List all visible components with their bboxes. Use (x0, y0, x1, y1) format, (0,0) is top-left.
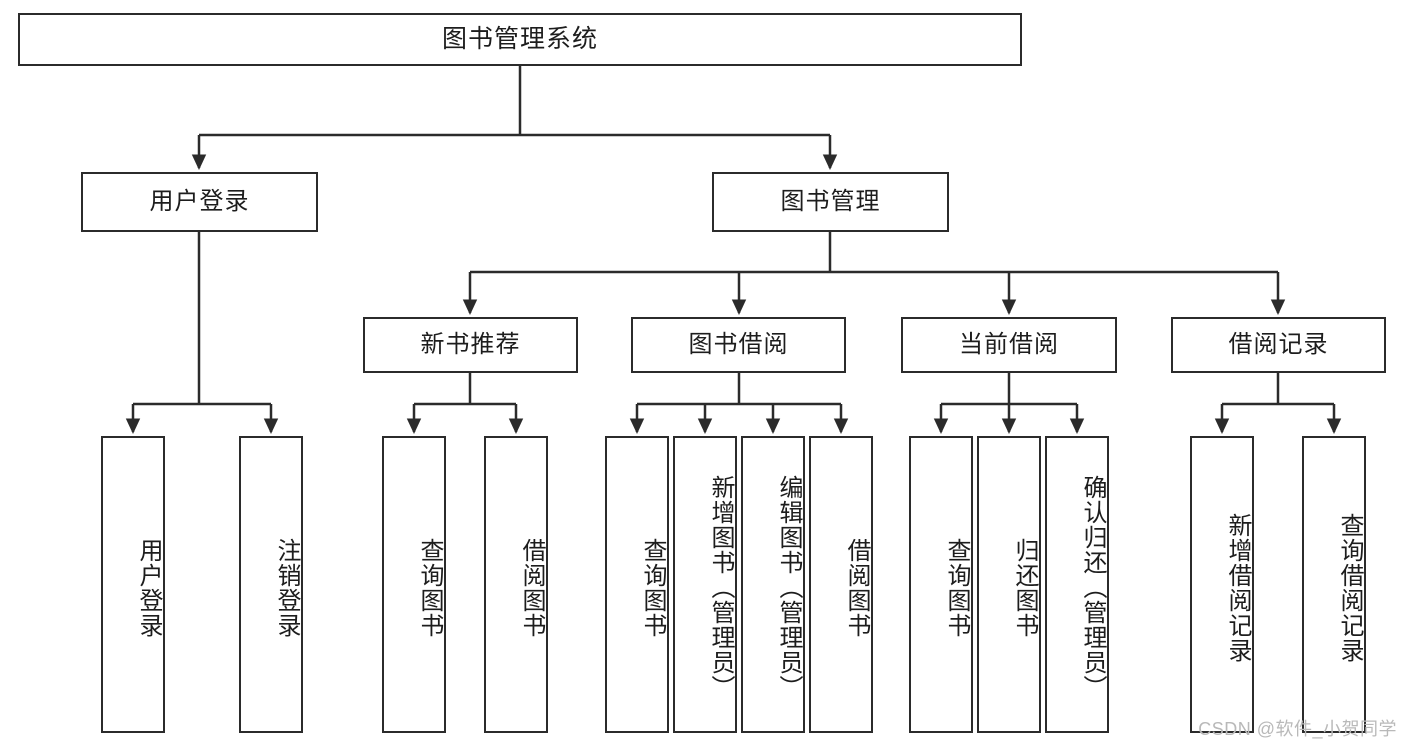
leaf-add-borrow-record[interactable]: 新增借阅记录 (1190, 436, 1254, 733)
node-current-borrow[interactable]: 当前借阅 (901, 317, 1117, 373)
node-user-login[interactable]: 用户登录 (81, 172, 318, 232)
leaf-user-logout[interactable]: 注销登录 (239, 436, 303, 733)
node-root-book-management-system[interactable]: 图书管理系统 (18, 13, 1022, 66)
leaf-query-borrow-record[interactable]: 查询借阅记录 (1302, 436, 1366, 733)
leaf-confirm-return-admin[interactable]: 确认归还（管理员） (1045, 436, 1109, 733)
leaf-edit-book-admin[interactable]: 编辑图书（管理员） (741, 436, 805, 733)
leaf-user-login[interactable]: 用户登录 (101, 436, 165, 733)
leaf-borrow-book-recommendation[interactable]: 借阅图书 (484, 436, 548, 733)
leaf-borrow-book[interactable]: 借阅图书 (809, 436, 873, 733)
leaf-query-book-recommendation[interactable]: 查询图书 (382, 436, 446, 733)
node-book-borrow[interactable]: 图书借阅 (631, 317, 846, 373)
node-borrow-record[interactable]: 借阅记录 (1171, 317, 1386, 373)
leaf-add-book-admin[interactable]: 新增图书（管理员） (673, 436, 737, 733)
leaf-query-book-current[interactable]: 查询图书 (909, 436, 973, 733)
leaf-query-book-borrow[interactable]: 查询图书 (605, 436, 669, 733)
node-new-book-recommendation[interactable]: 新书推荐 (363, 317, 578, 373)
leaf-return-book[interactable]: 归还图书 (977, 436, 1041, 733)
node-book-manage[interactable]: 图书管理 (712, 172, 949, 232)
